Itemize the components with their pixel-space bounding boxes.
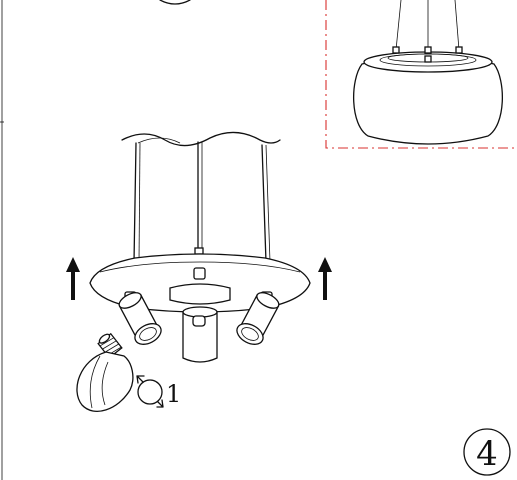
light-bulb-icon <box>76 332 134 412</box>
center-socket-housing <box>182 306 218 363</box>
pendant-fixture <box>89 131 311 363</box>
plate-screw <box>193 267 206 280</box>
canopy-bottom-fragment <box>159 0 191 5</box>
rotation-step-label: 1 <box>166 380 181 408</box>
arrow-up-icon-right <box>318 257 332 300</box>
suspension-cable-right <box>261 144 267 263</box>
arrow-up-icon-left <box>66 257 80 300</box>
suspension-cable-left <box>133 142 137 263</box>
detail-inset <box>325 0 517 149</box>
step-number-badge: 4 <box>463 428 511 476</box>
lamp-socket-left-icon <box>118 292 162 345</box>
rotate-clockwise-icon <box>136 375 164 408</box>
lamp-socket-right-icon <box>236 292 280 345</box>
detail-frame <box>325 0 517 149</box>
step-number: 4 <box>476 434 498 474</box>
